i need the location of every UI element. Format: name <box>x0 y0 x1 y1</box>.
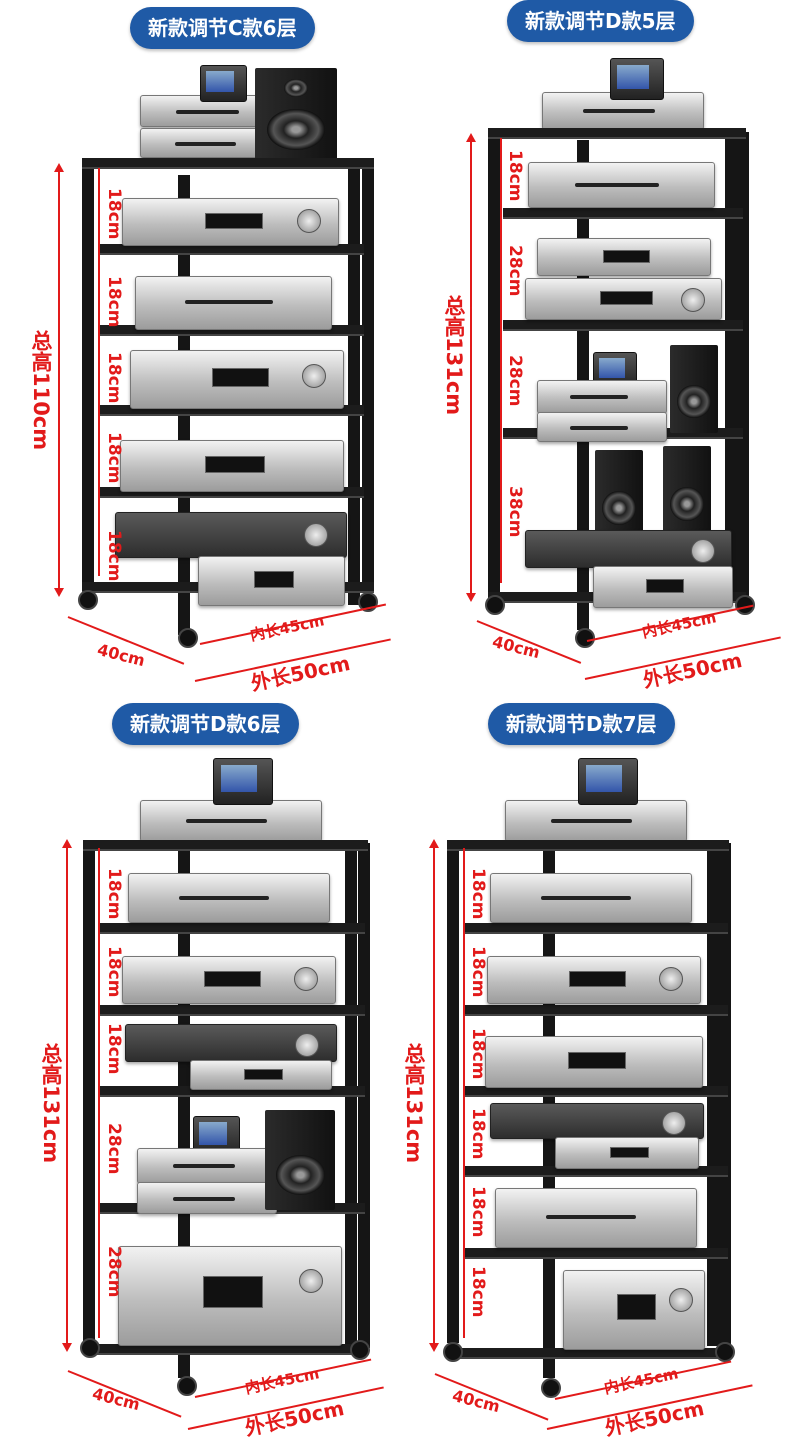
gap-label: 28cm <box>505 245 525 297</box>
receiver-device <box>130 350 344 409</box>
streamer-device <box>213 758 273 805</box>
gap-label: 18cm <box>468 1028 488 1080</box>
disc-player-device <box>135 276 332 330</box>
gap-label: 18cm <box>104 868 124 920</box>
disc-player-device <box>495 1188 697 1248</box>
rack-panel-c6: 新款调节C款6层 总高110cm 18cm 18cm 1 <box>0 0 395 718</box>
panel-title: 新款调节D款7层 <box>488 703 675 745</box>
disc-player-device <box>490 873 692 923</box>
caster-wheel <box>80 1338 100 1358</box>
cd-player-device <box>537 238 711 276</box>
total-height-label: 总高131cm <box>39 1043 63 1164</box>
gap-label: 28cm <box>104 1246 124 1298</box>
caster-wheel <box>715 1342 735 1362</box>
gap-label: 18cm <box>104 432 124 484</box>
gap-label: 38cm <box>505 486 525 538</box>
total-height-label: 总高131cm <box>402 1043 426 1164</box>
cd-player-device <box>122 198 339 246</box>
gap-label: 18cm <box>104 276 124 328</box>
cd-player-device <box>487 956 701 1004</box>
panel-title: 新款调节D款6层 <box>112 703 299 745</box>
streamer-device <box>200 65 247 102</box>
amplifier-device <box>137 1148 277 1184</box>
receiver-device <box>125 1024 337 1062</box>
amplifier-device <box>505 800 687 842</box>
amplifier-device <box>537 380 667 414</box>
rack-image <box>395 718 790 1436</box>
receiver-device <box>118 1246 342 1346</box>
receiver-device <box>593 566 733 608</box>
gap-label: 18cm <box>468 868 488 920</box>
gap-label: 18cm <box>104 352 124 404</box>
rack-image <box>0 0 395 718</box>
streamer-device <box>610 58 664 100</box>
gap-label: 18cm <box>505 150 525 202</box>
disc-player-device <box>528 162 715 208</box>
gap-label: 18cm <box>468 946 488 998</box>
total-height-label: 总高131cm <box>442 295 466 416</box>
gap-label: 28cm <box>505 355 525 407</box>
caster-wheel <box>78 590 98 610</box>
receiver-device <box>525 530 732 568</box>
caster-wheel <box>177 1376 197 1396</box>
receiver-device <box>555 1137 699 1169</box>
amplifier-device <box>140 800 322 842</box>
cd-player-device <box>140 128 277 158</box>
speaker <box>663 446 711 536</box>
panel-title: 新款调节D款5层 <box>507 0 694 42</box>
cd-player-device <box>525 278 722 320</box>
disc-player-device <box>128 873 330 923</box>
cd-player-device <box>137 1182 277 1214</box>
cd-player-device <box>537 412 667 442</box>
caster-wheel <box>178 628 198 648</box>
cd-player-device <box>485 1036 703 1088</box>
gap-label: 18cm <box>468 1266 488 1318</box>
rack-image <box>0 718 395 1436</box>
gap-label: 28cm <box>104 1123 124 1175</box>
panel-title: 新款调节C款6层 <box>130 7 315 49</box>
gap-label: 18cm <box>104 946 124 998</box>
rack-panel-d5: 新款调节D款5层 总高131cm 18cm 28cm 28cm 38cm 40c… <box>395 0 790 718</box>
receiver-device <box>198 556 345 606</box>
caster-wheel <box>485 595 505 615</box>
gap-label: 18cm <box>104 188 124 240</box>
speaker <box>255 68 337 160</box>
gap-label: 18cm <box>104 530 124 582</box>
receiver-device <box>490 1103 704 1139</box>
caster-wheel <box>735 595 755 615</box>
rack-panel-d7: 新款调节D款7层 总高131cm 18cm 18cm 18cm 18cm 18c… <box>395 703 790 1440</box>
caster-wheel <box>541 1378 561 1398</box>
gap-label: 18cm <box>468 1108 488 1160</box>
rack-image <box>395 0 790 718</box>
rack-panel-d6: 新款调节D款6层 总高131cm 18cm 18cm 18cm 28cm 28c… <box>0 703 395 1440</box>
cd-player-device <box>122 956 336 1004</box>
receiver-device <box>563 1270 705 1350</box>
gap-label: 18cm <box>104 1023 124 1075</box>
caster-wheel <box>350 1340 370 1360</box>
cd-player-device <box>120 440 344 492</box>
streamer-device <box>578 758 638 805</box>
total-height-label: 总高110cm <box>29 330 53 451</box>
gap-label: 18cm <box>468 1186 488 1238</box>
receiver-device <box>190 1060 332 1090</box>
speaker <box>595 450 643 540</box>
speaker <box>670 345 718 433</box>
receiver-device <box>115 512 347 558</box>
caster-wheel <box>443 1342 463 1362</box>
speaker <box>265 1110 335 1210</box>
